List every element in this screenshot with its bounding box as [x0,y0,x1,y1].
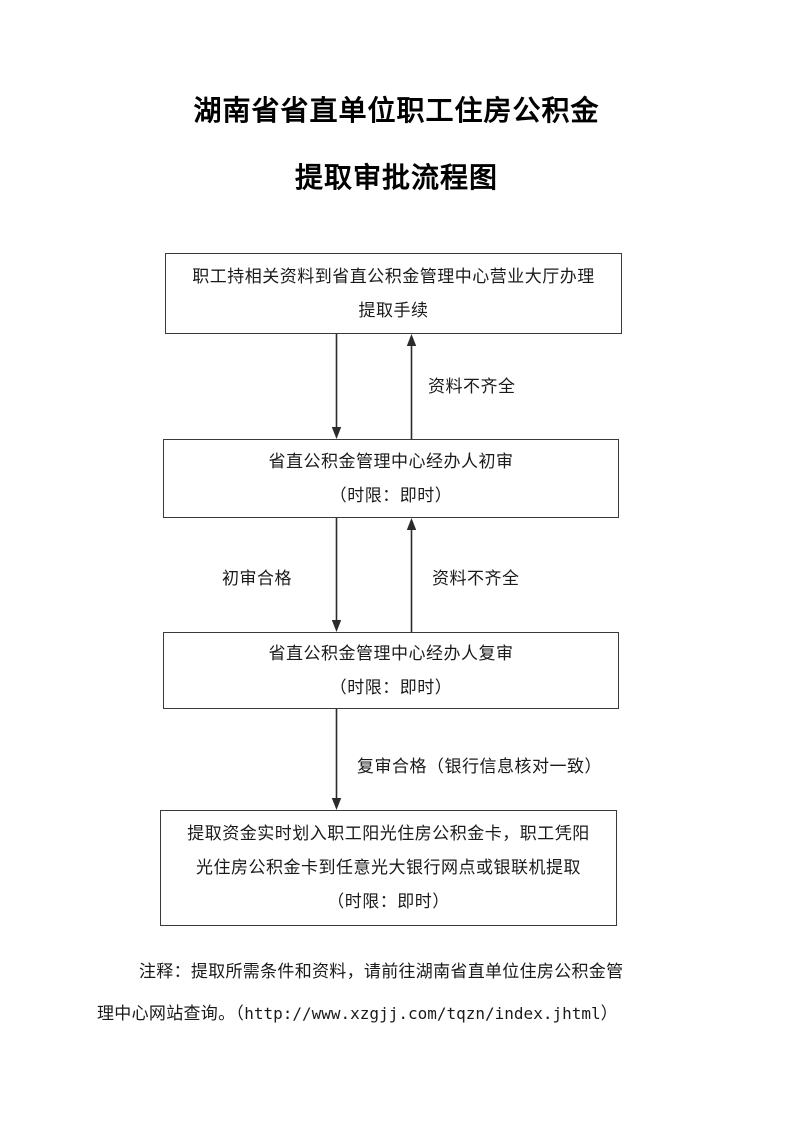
footer-note-suffix: ） [600,1004,618,1024]
flow-node-text: （时限：即时） [329,485,453,506]
flow-node-text: （时限：即时） [329,677,453,698]
arrow-up-box2-to-box1 [405,334,418,439]
footer-note-url[interactable]: http://www.xzgjj.com/tqzn/index.jhtml [244,1004,601,1023]
flow-node-text: 提取资金实时划入职工阳光住房公积金卡，职工凭阳 [187,824,590,844]
flow-node-text: （时限：即时） [327,892,450,912]
arrow-down-box2-to-box3 [330,518,343,632]
flow-node-text: 职工持相关资料到省直公积金管理中心营业大厅办理 [192,266,595,287]
arrow-down-box1-to-box2 [330,334,343,439]
page-title: 湖南省省直单位职工住房公积金 提取审批流程图 [0,96,793,193]
flow-node-text: 省直公积金管理中心经办人复审 [268,643,514,664]
edge-label-first-review-passed: 初审合格 [222,569,292,589]
footer-note-line-2: 理中心网站查询。（http://www.xzgjj.com/tqzn/index… [97,993,697,1035]
edge-label-second-review-passed: 复审合格（银行信息核对一致） [357,757,602,777]
flow-node-disbursement: 提取资金实时划入职工阳光住房公积金卡，职工凭阳 光住房公积金卡到任意光大银行网点… [160,810,617,926]
edge-label-materials-incomplete-2: 资料不齐全 [432,569,520,589]
flow-node-text: 光住房公积金卡到任意光大银行网点或银联机提取 [196,858,581,878]
edge-label-materials-incomplete-1: 资料不齐全 [428,377,516,397]
footer-note-prefix: 理中心网站查询。（ [97,1004,245,1024]
flow-node-apply: 职工持相关资料到省直公积金管理中心营业大厅办理 提取手续 [165,253,622,334]
title-line-2: 提取审批流程图 [294,161,498,195]
title-line-1: 湖南省省直单位职工住房公积金 [193,94,600,127]
flow-node-text: 提取手续 [358,300,429,321]
arrow-up-box3-to-box2 [405,518,418,632]
flow-node-text: 省直公积金管理中心经办人初审 [268,451,514,472]
arrow-down-box3-to-box4 [330,709,343,810]
flow-node-second-review: 省直公积金管理中心经办人复审 （时限：即时） [163,632,619,709]
footer-note-line-1: 注释：提取所需条件和资料，请前往湖南省直单位住房公积金管 [139,962,624,982]
footer-note: 注释：提取所需条件和资料，请前往湖南省直单位住房公积金管 理中心网站查询。（ht… [97,951,697,1035]
flow-node-first-review: 省直公积金管理中心经办人初审 （时限：即时） [163,439,619,518]
